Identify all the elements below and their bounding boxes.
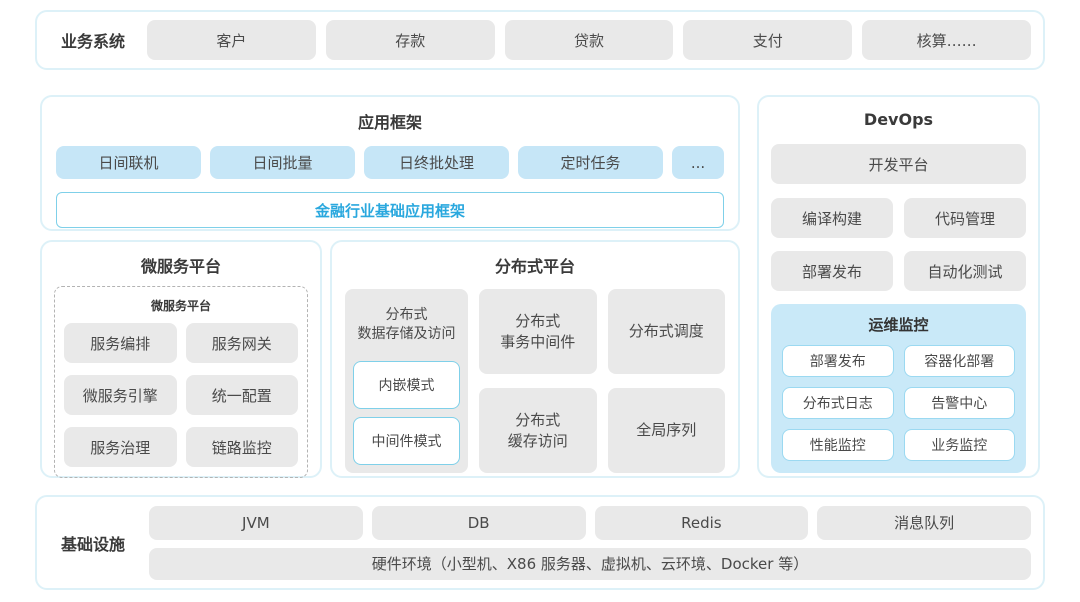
devops-tools: 编译构建 代码管理 部署发布 自动化测试 <box>771 198 1026 291</box>
microservice-items: 服务编排 服务网关 微服务引擎 统一配置 服务治理 链路监控 <box>64 323 298 467</box>
infra-jvm: JVM <box>149 505 363 540</box>
tool-deploy-release: 部署发布 <box>771 251 893 291</box>
base-framework-box: 金融行业基础应用框架 <box>56 192 724 228</box>
module-scheduled-task: 定时任务 <box>518 146 663 179</box>
distributed-cells: 分布式 事务中间件 分布式调度 分布式 缓存访问 全局序列 <box>479 289 725 473</box>
infrastructure-card: 基础设施 JVM DB Redis 消息队列 硬件环境（小型机、X86 服务器、… <box>35 495 1045 590</box>
business-systems-card: 业务系统 客户 存款 贷款 支付 核算…… <box>35 10 1045 70</box>
monitor-alert-center: 告警中心 <box>903 387 1015 419</box>
monitor-business: 业务监控 <box>903 429 1015 461</box>
ops-monitoring-title: 运维监控 <box>868 316 929 334</box>
monitor-containerized-deploy: 容器化部署 <box>903 345 1015 377</box>
infra-message-queue: 消息队列 <box>817 505 1031 540</box>
app-framework-title: 应用框架 <box>357 113 422 132</box>
infrastructure-label: 基础设施 <box>60 534 125 554</box>
service-orchestration: 服务编排 <box>64 323 177 363</box>
app-framework-card: 应用框架 日间联机 日间批量 日终批处理 定时任务 ... 金融行业基础应用框架 <box>40 95 740 231</box>
infrastructure-content: JVM DB Redis 消息队列 硬件环境（小型机、X86 服务器、虚拟机、云… <box>149 505 1031 580</box>
business-item-loan: 贷款 <box>504 20 674 60</box>
tool-code-management: 代码管理 <box>904 198 1026 238</box>
microservice-engine: 微服务引擎 <box>64 375 177 415</box>
infra-redis: Redis <box>594 505 809 540</box>
distributed-storage-title: 分布式 数据存储及访问 <box>357 307 456 342</box>
middleware-mode-box: 中间件模式 <box>353 417 460 465</box>
service-gateway: 服务网关 <box>185 323 298 363</box>
module-eod-batch: 日终批处理 <box>364 146 509 179</box>
link-monitoring: 链路监控 <box>185 427 298 467</box>
microservice-inner-title: 微服务平台 <box>150 299 211 313</box>
business-item-payment: 支付 <box>683 20 853 60</box>
service-governance: 服务治理 <box>64 427 177 467</box>
monitor-performance: 性能监控 <box>782 429 894 461</box>
distributed-platform-title: 分布式平台 <box>494 257 575 276</box>
distributed-scheduling: 分布式调度 <box>607 289 725 374</box>
embedded-mode-box: 内嵌模式 <box>353 361 460 409</box>
dev-platform-box: 开发平台 <box>771 144 1026 184</box>
business-item-customer: 客户 <box>147 20 316 60</box>
module-daytime-online: 日间联机 <box>56 146 201 179</box>
module-ellipsis: ... <box>672 146 724 179</box>
devops-card: DevOps 开发平台 编译构建 代码管理 部署发布 自动化测试 运维监控 部署… <box>757 95 1040 478</box>
ops-monitoring-items: 部署发布 容器化部署 分布式日志 告警中心 性能监控 业务监控 <box>782 345 1015 461</box>
monitor-distributed-logging: 分布式日志 <box>782 387 894 419</box>
microservice-platform-title: 微服务平台 <box>140 257 221 276</box>
module-daytime-batch: 日间批量 <box>210 146 355 179</box>
global-sequence: 全局序列 <box>607 388 725 473</box>
ops-monitoring-panel: 运维监控 部署发布 容器化部署 分布式日志 告警中心 性能监控 业务监控 <box>771 304 1026 473</box>
app-framework-modules: 日间联机 日间批量 日终批处理 定时任务 ... <box>42 146 738 179</box>
business-item-accounting: 核算…… <box>862 20 1031 60</box>
tool-compile-build: 编译构建 <box>771 198 893 238</box>
distributed-cache-access: 分布式 缓存访问 <box>479 388 597 473</box>
distributed-storage-box: 分布式 数据存储及访问 内嵌模式 中间件模式 <box>345 289 468 473</box>
distributed-body: 分布式 数据存储及访问 内嵌模式 中间件模式 分布式 事务中间件 分布式调度 分… <box>345 289 725 473</box>
tool-automated-testing: 自动化测试 <box>904 251 1026 291</box>
microservice-inner-box: 微服务平台 服务编排 服务网关 微服务引擎 统一配置 服务治理 链路监控 <box>54 286 308 478</box>
distributed-transaction-middleware: 分布式 事务中间件 <box>479 289 597 374</box>
microservice-platform-card: 微服务平台 微服务平台 服务编排 服务网关 微服务引擎 统一配置 服务治理 链路… <box>40 240 322 478</box>
infra-db: DB <box>371 505 586 540</box>
business-systems-label: 业务系统 <box>60 32 125 51</box>
hardware-environment-bar: 硬件环境（小型机、X86 服务器、虚拟机、云环境、Docker 等） <box>149 547 1031 580</box>
business-item-deposit: 存款 <box>325 20 495 60</box>
infrastructure-items: JVM DB Redis 消息队列 <box>149 505 1031 540</box>
distributed-platform-card: 分布式平台 分布式 数据存储及访问 内嵌模式 中间件模式 分布式 事务中间件 分… <box>330 240 740 478</box>
monitor-deploy-release: 部署发布 <box>782 345 894 377</box>
devops-title: DevOps <box>863 110 934 129</box>
unified-config: 统一配置 <box>185 375 298 415</box>
